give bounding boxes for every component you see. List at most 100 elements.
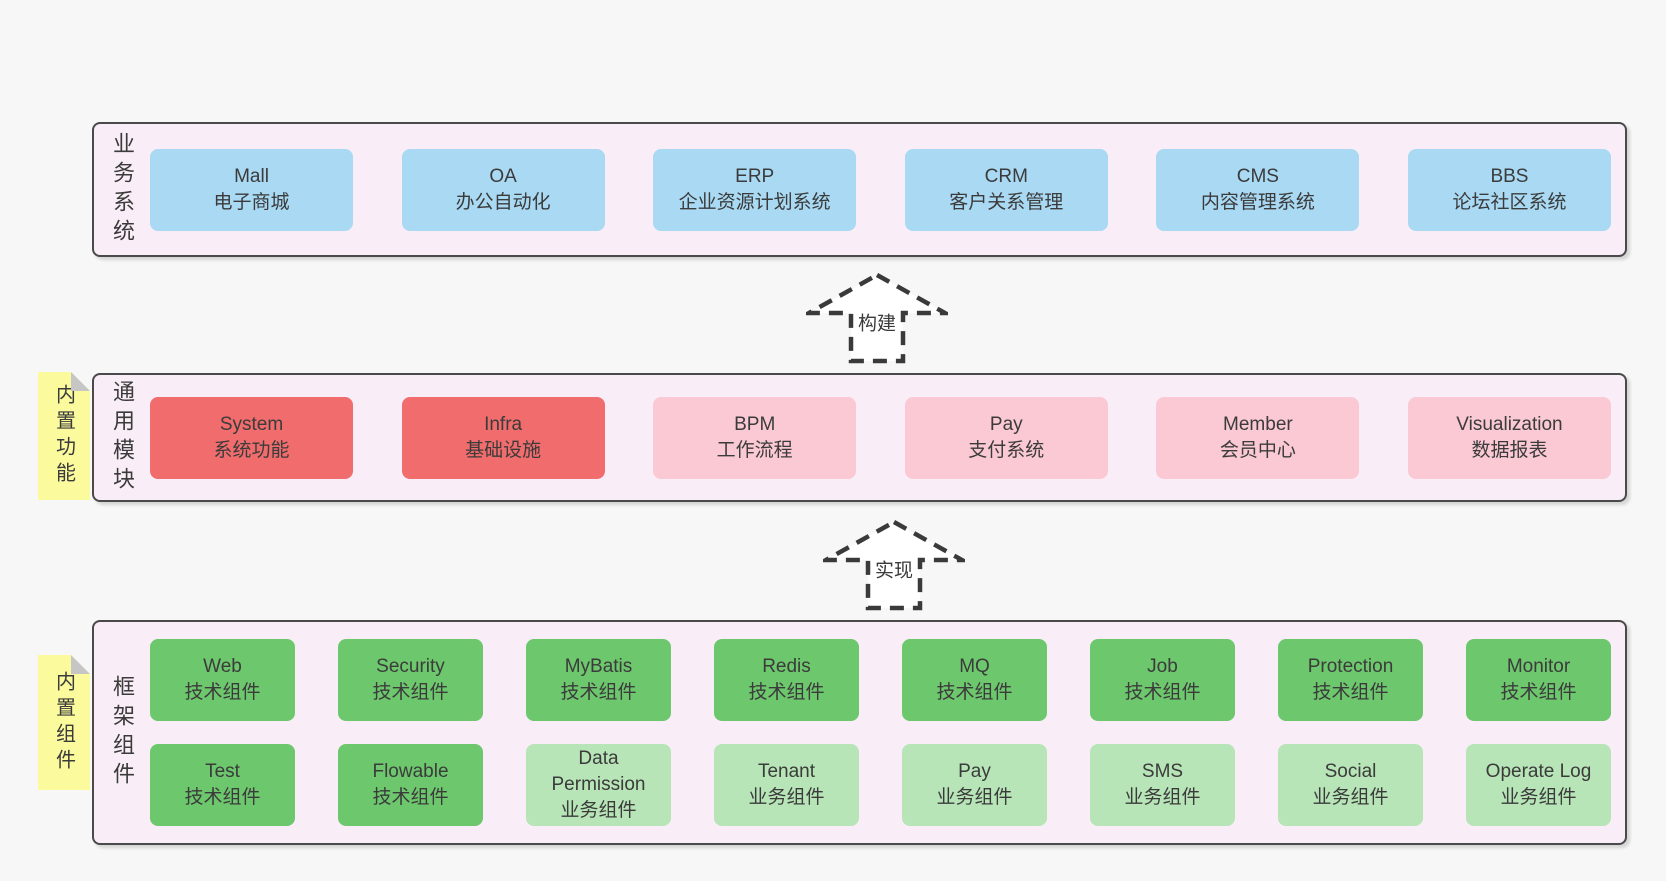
box-mall: Mall 电子商城 <box>150 148 353 231</box>
box-monitor: Monitor 技术组件 <box>1466 639 1611 721</box>
box-web: Web 技术组件 <box>150 639 295 721</box>
box-title: Pay <box>958 761 991 782</box>
box-subtitle: 业务组件 <box>748 787 825 808</box>
box-title: BPM <box>734 413 776 435</box>
box-title: CMS <box>1236 165 1279 187</box>
box-subtitle: 会员中心 <box>1219 439 1296 461</box>
box-title: Pay <box>989 413 1023 435</box>
box-subtitle: 业务组件 <box>560 800 637 821</box>
box-subtitle: 技术组件 <box>560 682 637 703</box>
box-subtitle: 基础设施 <box>465 439 542 461</box>
box-title: Flowable <box>372 761 449 782</box>
box-flowable: Flowable 技术组件 <box>338 744 483 826</box>
common-modules-panel: 通用模块 System 系统功能 Infra 基础设施 BPM 工作流程 Pay… <box>92 373 1627 502</box>
box-title: Security <box>376 656 445 677</box>
box-subtitle: 内容管理系统 <box>1200 191 1315 213</box>
arrow-build: 构建 <box>806 272 948 364</box>
box-crm: CRM 客户关系管理 <box>904 148 1108 231</box>
business-systems-label: 业务系统 <box>110 131 135 248</box>
box-redis: Redis 技术组件 <box>714 639 859 721</box>
box-subtitle: 技术组件 <box>1500 682 1577 703</box>
box-subtitle: 技术组件 <box>936 682 1013 703</box>
box-subtitle: 技术组件 <box>372 787 449 808</box>
box-operate-log: Operate Log 业务组件 <box>1466 744 1611 826</box>
box-sms: SMS 业务组件 <box>1090 744 1235 826</box>
box-title: Redis <box>762 656 811 677</box>
box-title: Web <box>203 656 242 677</box>
business-systems-panel: 业务系统 Mall 电子商城 OA 办公自动化 ERP 企业资源计划系统 CRM… <box>92 122 1627 257</box>
framework-components-label: 框架组件 <box>110 674 135 791</box>
framework-components-row-2: Test 技术组件 Flowable 技术组件 Data Permission … <box>150 744 1611 826</box>
box-bpm: BPM 工作流程 <box>653 396 857 479</box>
box-subtitle: 技术组件 <box>1312 682 1389 703</box>
box-subtitle: 技术组件 <box>184 787 261 808</box>
box-mq: MQ 技术组件 <box>902 639 1047 721</box>
framework-components-body: Web 技术组件 Security 技术组件 MyBatis 技术组件 Redi… <box>150 622 1625 843</box>
box-subtitle: 办公自动化 <box>455 191 551 213</box>
box-title: Member <box>1223 413 1293 435</box>
common-modules-label: 通用模块 <box>110 379 135 496</box>
box-title: MQ <box>959 656 990 677</box>
box-title: MyBatis <box>564 656 633 677</box>
box-title: Tenant <box>757 761 816 782</box>
box-system: System 系统功能 <box>150 396 353 479</box>
box-subtitle: 业务组件 <box>1124 787 1201 808</box>
box-visualization: Visualization 数据报表 <box>1407 396 1611 479</box>
box-data-permission: Data Permission 业务组件 <box>526 744 671 826</box>
box-subtitle: 工作流程 <box>716 439 793 461</box>
box-subtitle: 支付系统 <box>968 439 1045 461</box>
box-security: Security 技术组件 <box>338 639 483 721</box>
common-modules-body: System 系统功能 Infra 基础设施 BPM 工作流程 Pay 支付系统… <box>150 375 1625 500</box>
box-subtitle: 客户关系管理 <box>949 191 1064 213</box>
box-subtitle: 技术组件 <box>1124 682 1201 703</box>
box-title: Job <box>1147 656 1178 677</box>
box-pay: Pay 支付系统 <box>904 396 1108 479</box>
box-title: BBS <box>1490 165 1529 187</box>
box-bbs: BBS 论坛社区系统 <box>1407 148 1611 231</box>
box-title: OA <box>489 165 517 187</box>
business-systems-body: Mall 电子商城 OA 办公自动化 ERP 企业资源计划系统 CRM 客户关系… <box>150 124 1625 255</box>
box-subtitle: 业务组件 <box>1500 787 1577 808</box>
arrow-build-label: 构建 <box>854 307 900 337</box>
business-systems-row: Mall 电子商城 OA 办公自动化 ERP 企业资源计划系统 CRM 客户关系… <box>150 148 1611 231</box>
box-title: Operate Log <box>1485 761 1592 782</box>
box-erp: ERP 企业资源计划系统 <box>653 148 857 231</box>
box-subtitle: 技术组件 <box>748 682 825 703</box>
box-protection: Protection 技术组件 <box>1278 639 1423 721</box>
box-cms: CMS 内容管理系统 <box>1156 148 1360 231</box>
box-title: Protection <box>1307 656 1394 677</box>
arrow-implement: 实现 <box>823 519 965 611</box>
note-label: 内置功能 <box>52 384 75 488</box>
box-title: System <box>219 413 284 435</box>
box-title: Social <box>1324 761 1377 782</box>
box-title: CRM <box>984 165 1028 187</box>
box-title: SMS <box>1141 761 1184 782</box>
box-title: Mall <box>234 165 269 187</box>
box-subtitle: 技术组件 <box>372 682 449 703</box>
box-oa: OA 办公自动化 <box>401 148 605 231</box>
box-test: Test 技术组件 <box>150 744 295 826</box>
box-subtitle: 电子商城 <box>213 191 290 213</box>
box-title: Visualization <box>1456 413 1563 435</box>
box-subtitle: 系统功能 <box>213 439 290 461</box>
box-mybatis: MyBatis 技术组件 <box>526 639 671 721</box>
box-pay-component: Pay 业务组件 <box>902 744 1047 826</box>
box-subtitle: 技术组件 <box>184 682 261 703</box>
box-tenant: Tenant 业务组件 <box>714 744 859 826</box>
box-subtitle: 数据报表 <box>1471 439 1548 461</box>
box-social: Social 业务组件 <box>1278 744 1423 826</box>
box-title: Test <box>205 761 240 782</box>
box-infra: Infra 基础设施 <box>401 396 605 479</box>
box-subtitle: 业务组件 <box>1312 787 1389 808</box>
box-member: Member 会员中心 <box>1156 396 1360 479</box>
arrow-implement-label: 实现 <box>871 554 917 584</box>
framework-components-panel: 框架组件 Web 技术组件 Security 技术组件 MyBatis 技术组件… <box>92 620 1627 845</box>
box-job: Job 技术组件 <box>1090 639 1235 721</box>
framework-components-row-1: Web 技术组件 Security 技术组件 MyBatis 技术组件 Redi… <box>150 639 1611 721</box>
built-in-components-note: 内置组件 <box>38 655 90 790</box>
box-title: Monitor <box>1506 656 1571 677</box>
box-title: Infra <box>484 413 523 435</box>
box-subtitle: 业务组件 <box>936 787 1013 808</box>
box-subtitle: 论坛社区系统 <box>1452 191 1567 213</box>
